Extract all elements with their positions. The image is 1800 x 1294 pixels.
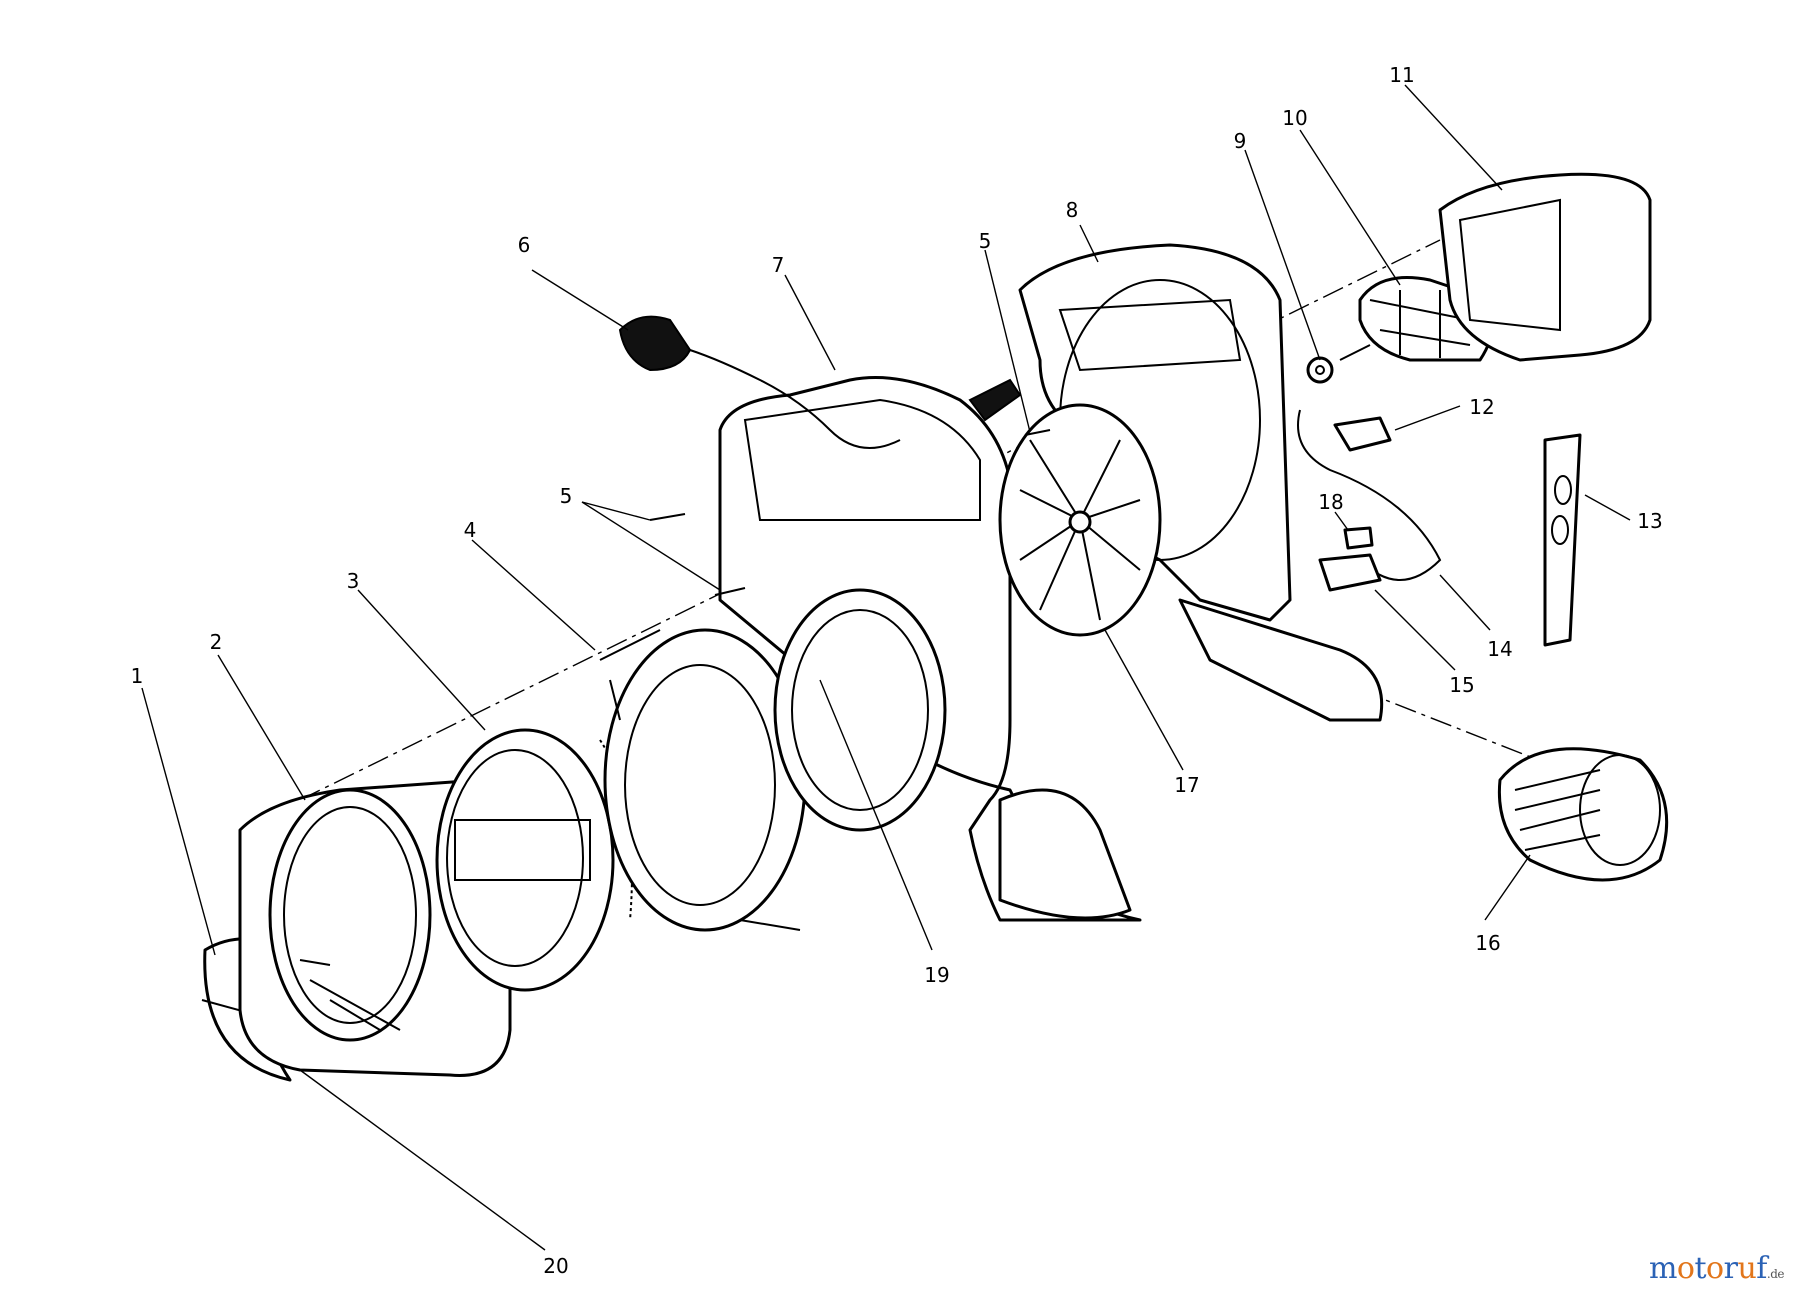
leader-line bbox=[581, 501, 651, 521]
watermark-letter: f bbox=[1756, 1251, 1767, 1286]
watermark-letter: t bbox=[1694, 1251, 1707, 1286]
leader-line bbox=[1299, 129, 1401, 286]
part-inlet-ring bbox=[599, 628, 807, 932]
callout-part-10: 10 bbox=[1282, 106, 1307, 130]
leader-line bbox=[471, 539, 596, 651]
leader-line bbox=[1484, 854, 1531, 921]
leader-line bbox=[984, 249, 1031, 433]
callout-part-13: 13 bbox=[1637, 509, 1662, 533]
callout-part-2: 2 bbox=[210, 630, 223, 654]
part-number-callouts: 1 2 3 4 5 5 5 6 7 8 9 10 11 12 13 14 15 … bbox=[131, 63, 1663, 1278]
callout-part-16: 16 bbox=[1475, 931, 1500, 955]
part-terminal-block bbox=[1318, 526, 1382, 592]
leader-line bbox=[1404, 84, 1503, 191]
leader-line bbox=[217, 654, 306, 801]
leader-line bbox=[1374, 589, 1456, 671]
leader-line bbox=[1584, 494, 1631, 521]
part-washer bbox=[1306, 356, 1334, 384]
part-rear-housing bbox=[1018, 243, 1384, 722]
assembly-axis-lines bbox=[299, 239, 1641, 801]
callout-part-20: 20 bbox=[543, 1254, 568, 1278]
part-rear-cover bbox=[1438, 172, 1652, 362]
leader-line bbox=[581, 501, 721, 591]
part-impeller-fan bbox=[998, 403, 1162, 637]
callout-part-15: 15 bbox=[1449, 673, 1474, 697]
watermark-letter: o bbox=[1706, 1251, 1724, 1286]
callout-part-14: 14 bbox=[1487, 637, 1512, 661]
leader-line bbox=[819, 679, 933, 951]
leader-line bbox=[1079, 224, 1099, 263]
part-power-cord bbox=[618, 315, 1022, 449]
leader-lines bbox=[141, 84, 1631, 1251]
callout-part-5-mid: 5 bbox=[979, 229, 992, 253]
callout-part-18: 18 bbox=[1318, 490, 1343, 514]
callout-part-4: 4 bbox=[464, 518, 477, 542]
leader-line bbox=[1334, 511, 1349, 531]
watermark-letter: m bbox=[1648, 1251, 1677, 1286]
leader-line bbox=[1439, 574, 1491, 631]
leader-line bbox=[1244, 149, 1321, 361]
callout-part-9: 9 bbox=[1234, 129, 1247, 153]
watermark-letter: u bbox=[1737, 1251, 1757, 1286]
leader-line bbox=[1104, 629, 1184, 771]
part-main-housing bbox=[718, 376, 1142, 922]
leader-line bbox=[1394, 405, 1461, 431]
part-switch bbox=[1297, 409, 1442, 581]
callout-part-8: 8 bbox=[1066, 198, 1079, 222]
watermark-suffix: .de bbox=[1766, 1267, 1785, 1281]
callout-part-11: 11 bbox=[1389, 63, 1414, 87]
part-outlet-nozzle bbox=[1497, 747, 1669, 882]
callout-part-7: 7 bbox=[772, 253, 785, 277]
axis-line-rear bbox=[1359, 689, 1641, 801]
axis-line-front bbox=[299, 239, 1441, 801]
part-screws bbox=[649, 429, 1051, 596]
watermark-letter: o bbox=[1676, 1251, 1695, 1286]
leader-line bbox=[784, 274, 836, 371]
callout-part-12: 12 bbox=[1469, 395, 1494, 419]
leader-line bbox=[299, 1069, 546, 1251]
callout-part-17: 17 bbox=[1174, 773, 1199, 797]
callout-part-3: 3 bbox=[347, 569, 360, 593]
callout-part-1: 1 bbox=[131, 664, 144, 688]
watermark-letter: r bbox=[1723, 1251, 1738, 1286]
leader-line bbox=[357, 589, 486, 731]
callout-part-5-left: 5 bbox=[560, 484, 573, 508]
part-filter-ring bbox=[435, 728, 633, 992]
leader-line bbox=[141, 687, 216, 956]
callout-part-19: 19 bbox=[924, 963, 949, 987]
part-handle-insert bbox=[1543, 433, 1582, 647]
watermark-logo: motoruf.de bbox=[1648, 1251, 1785, 1286]
leader-line bbox=[531, 269, 629, 331]
callout-part-6: 6 bbox=[518, 233, 531, 257]
